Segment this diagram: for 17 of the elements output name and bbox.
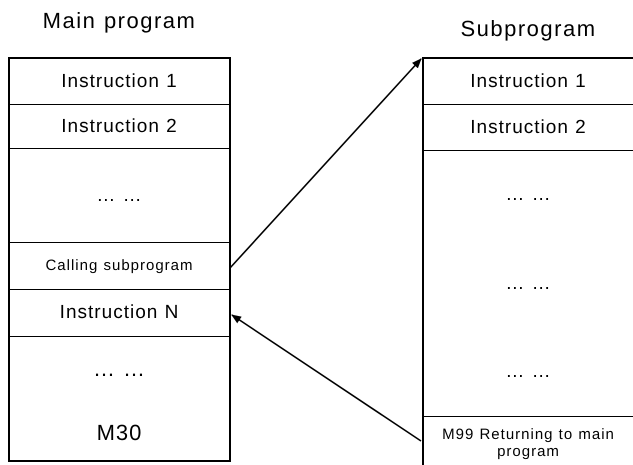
instruction-text: … … [505, 184, 552, 206]
instruction-text: … … [96, 184, 143, 206]
instruction-text: M30 [96, 420, 142, 445]
instruction-text: M99 Returning to main program [441, 426, 616, 460]
instruction-text: Calling subprogram [45, 257, 194, 275]
instruction-text: … … [92, 356, 146, 382]
instruction-text: Instruction 1 [61, 70, 178, 92]
column-title: Main program [42, 8, 198, 34]
arrow [231, 314, 422, 442]
arrow [229, 58, 422, 269]
instruction-text: Instruction N [60, 302, 180, 324]
instruction-text: … … [505, 360, 552, 383]
instruction-text: Instruction 1 [470, 70, 587, 92]
instruction-text: Instruction 2 [61, 116, 178, 138]
instruction-text: … … [505, 272, 552, 294]
column-title: Subprogram [459, 16, 598, 42]
instruction-text: Instruction 2 [470, 116, 587, 138]
